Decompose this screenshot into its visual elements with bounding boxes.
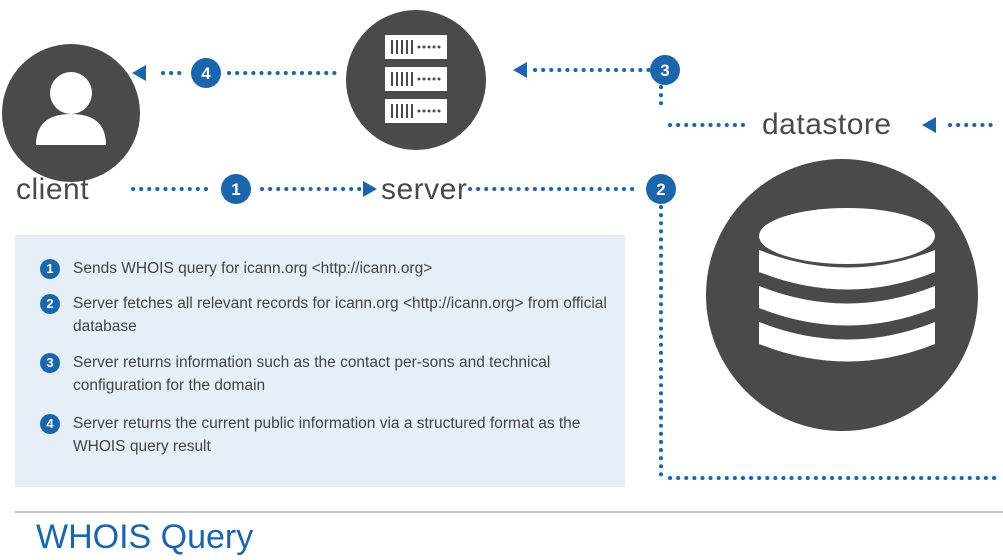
step-badge-2: 2 [646, 174, 676, 204]
arrowheads [132, 62, 936, 197]
server-rack-icon [385, 35, 447, 123]
legend-badge-1: 1 [40, 259, 60, 279]
svg-text:3: 3 [660, 61, 669, 80]
arrow-to-server-label-icon [363, 181, 377, 197]
legend-badge-2: 2 [40, 294, 60, 314]
page-title: WHOIS Query [36, 518, 254, 556]
arrow-to-client-icon [132, 65, 146, 81]
svg-text:4: 4 [201, 64, 211, 83]
legend-text-4: Server returns the current public inform… [73, 415, 581, 455]
arrow-to-datastore-label-icon [922, 117, 936, 133]
step-badge-3: 3 [650, 55, 680, 85]
legend-text-3: Server returns information such as the c… [73, 354, 551, 394]
footer-divider [15, 511, 1003, 513]
client-node [2, 44, 140, 182]
legend-badge-4: 4 [40, 414, 60, 434]
arrow-to-server-icon [513, 62, 527, 78]
database-icon [759, 208, 935, 362]
svg-text:1: 1 [231, 180, 240, 199]
server-node [346, 10, 486, 150]
datastore-node [706, 159, 978, 431]
step-badge-4: 4 [191, 58, 221, 88]
user-icon [36, 72, 106, 145]
client-label: client [16, 173, 90, 206]
legend-panel: 1 Sends WHOIS query for icann.org <http:… [15, 235, 625, 487]
legend-text-2: Server fetches all relevant records for … [73, 295, 607, 335]
step-badge-1: 1 [221, 174, 251, 204]
legend-text-1: Sends WHOIS query for icann.org <http://… [73, 260, 433, 277]
legend-badge-3: 3 [40, 353, 60, 373]
server-label: server [381, 173, 468, 206]
connectors [131, 68, 1000, 480]
datastore-circle [706, 159, 978, 431]
datastore-label: datastore [762, 108, 892, 141]
svg-text:2: 2 [656, 180, 665, 199]
